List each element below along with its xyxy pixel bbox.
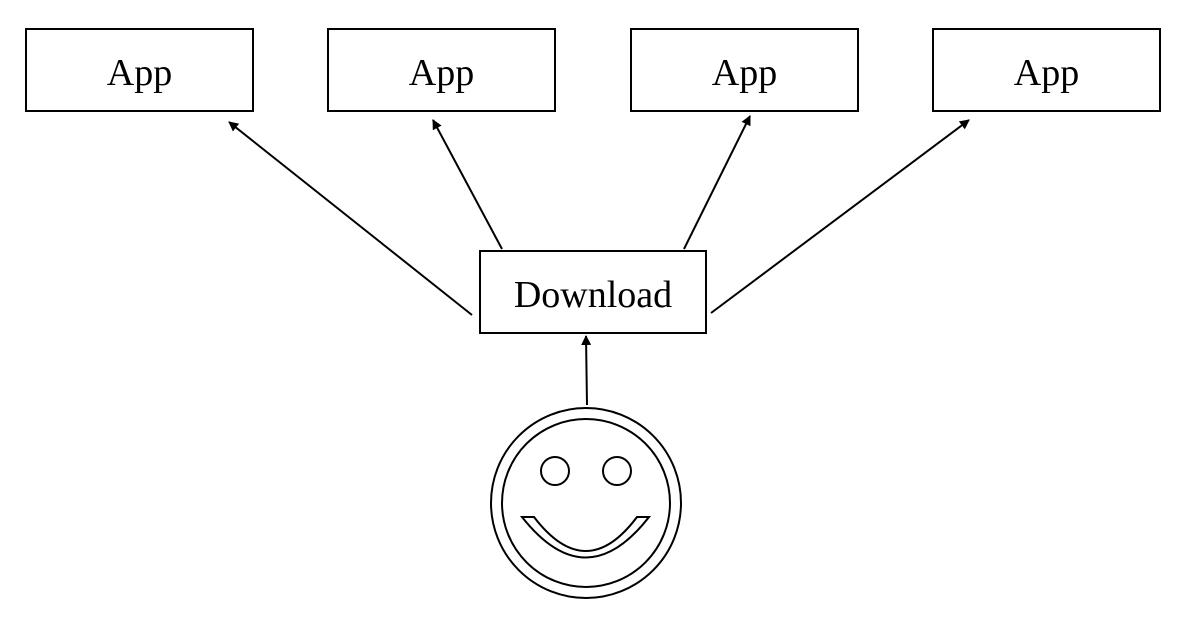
arrow-download-to-app-1 xyxy=(228,121,473,316)
arrow-download-to-app-3 xyxy=(683,115,751,250)
arrow-download-to-app-4 xyxy=(710,119,970,314)
arrow-actor-to-download xyxy=(581,335,592,406)
smile-mouth xyxy=(519,516,652,559)
app-node-1: App xyxy=(25,28,254,112)
app-node-3: App xyxy=(630,28,859,112)
app-node-2-label: App xyxy=(409,52,474,94)
download-node-label: Download xyxy=(514,274,672,316)
right-eye xyxy=(602,456,632,486)
smiley-face-icon xyxy=(490,407,682,599)
app-node-4: App xyxy=(932,28,1161,112)
app-node-2: App xyxy=(327,28,556,112)
arrow-download-to-app-2 xyxy=(432,119,503,250)
left-eye xyxy=(540,456,570,486)
app-node-3-label: App xyxy=(712,52,777,94)
app-node-4-label: App xyxy=(1014,52,1079,94)
app-node-1-label: App xyxy=(107,52,172,94)
download-node: Download xyxy=(479,250,707,334)
